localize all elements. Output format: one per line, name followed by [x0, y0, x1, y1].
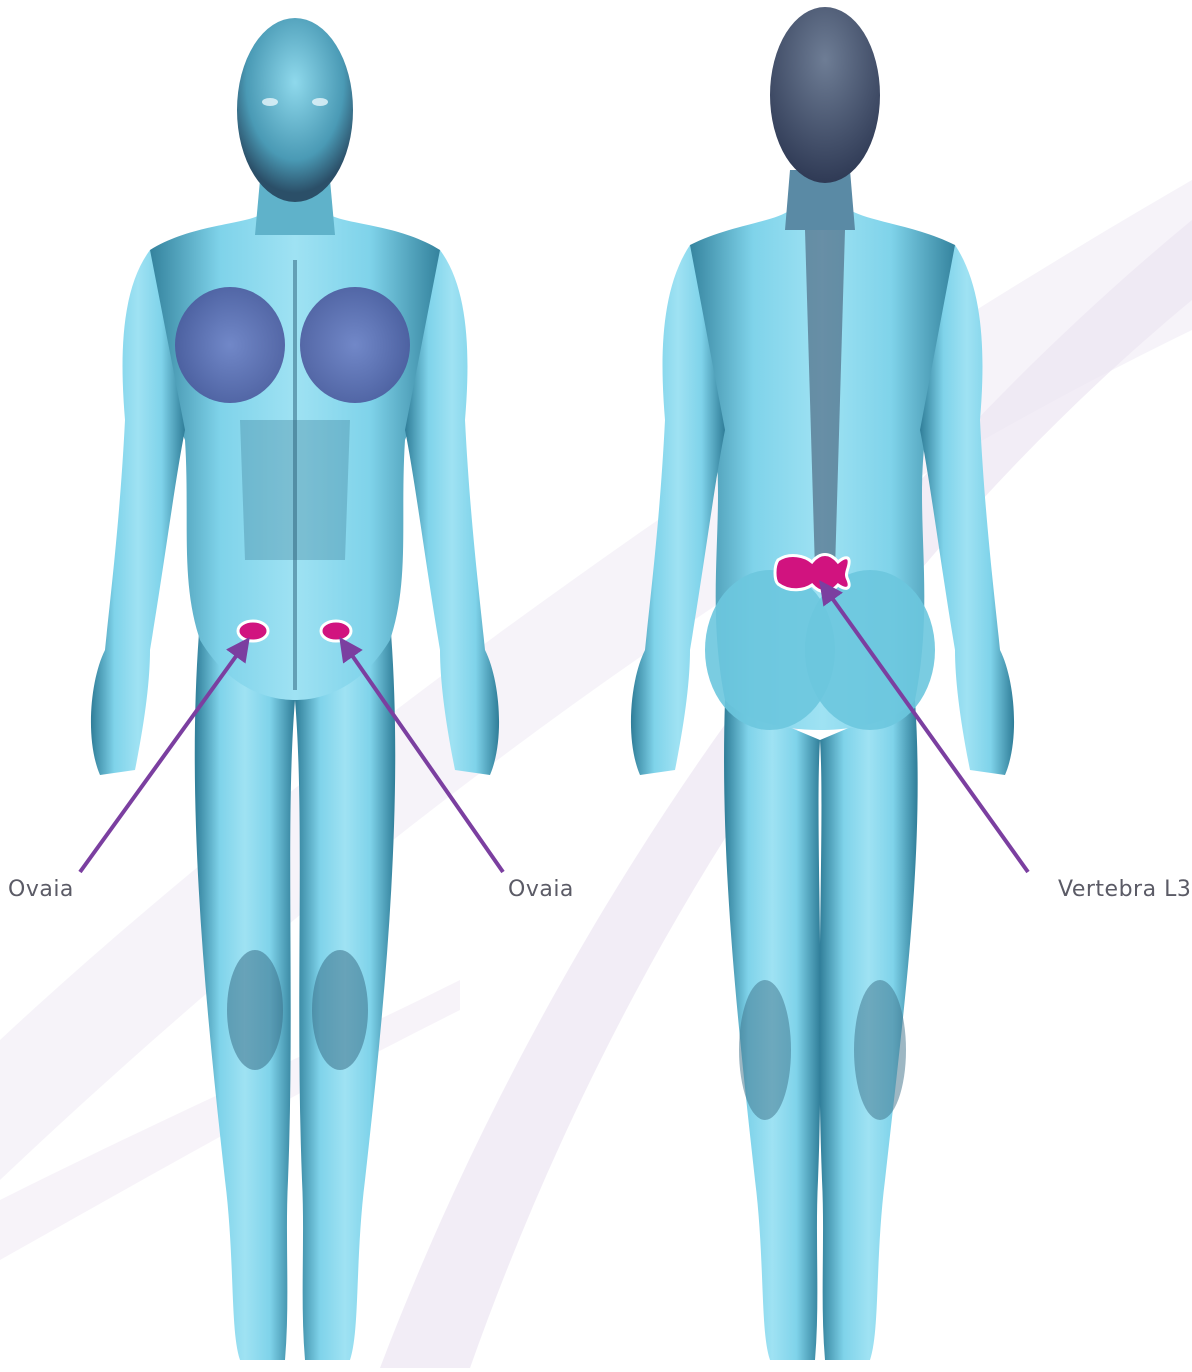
label-right-ovary: Ovaia: [508, 879, 574, 901]
label-vertebra: Vertebra L3: [1058, 879, 1191, 901]
vertebra-marker: [775, 555, 849, 592]
right-ovary-marker: [321, 621, 351, 641]
left-ovary-marker: [238, 621, 268, 641]
back-figure: [631, 7, 1014, 1360]
label-left-ovary: Ovaia: [8, 879, 74, 901]
